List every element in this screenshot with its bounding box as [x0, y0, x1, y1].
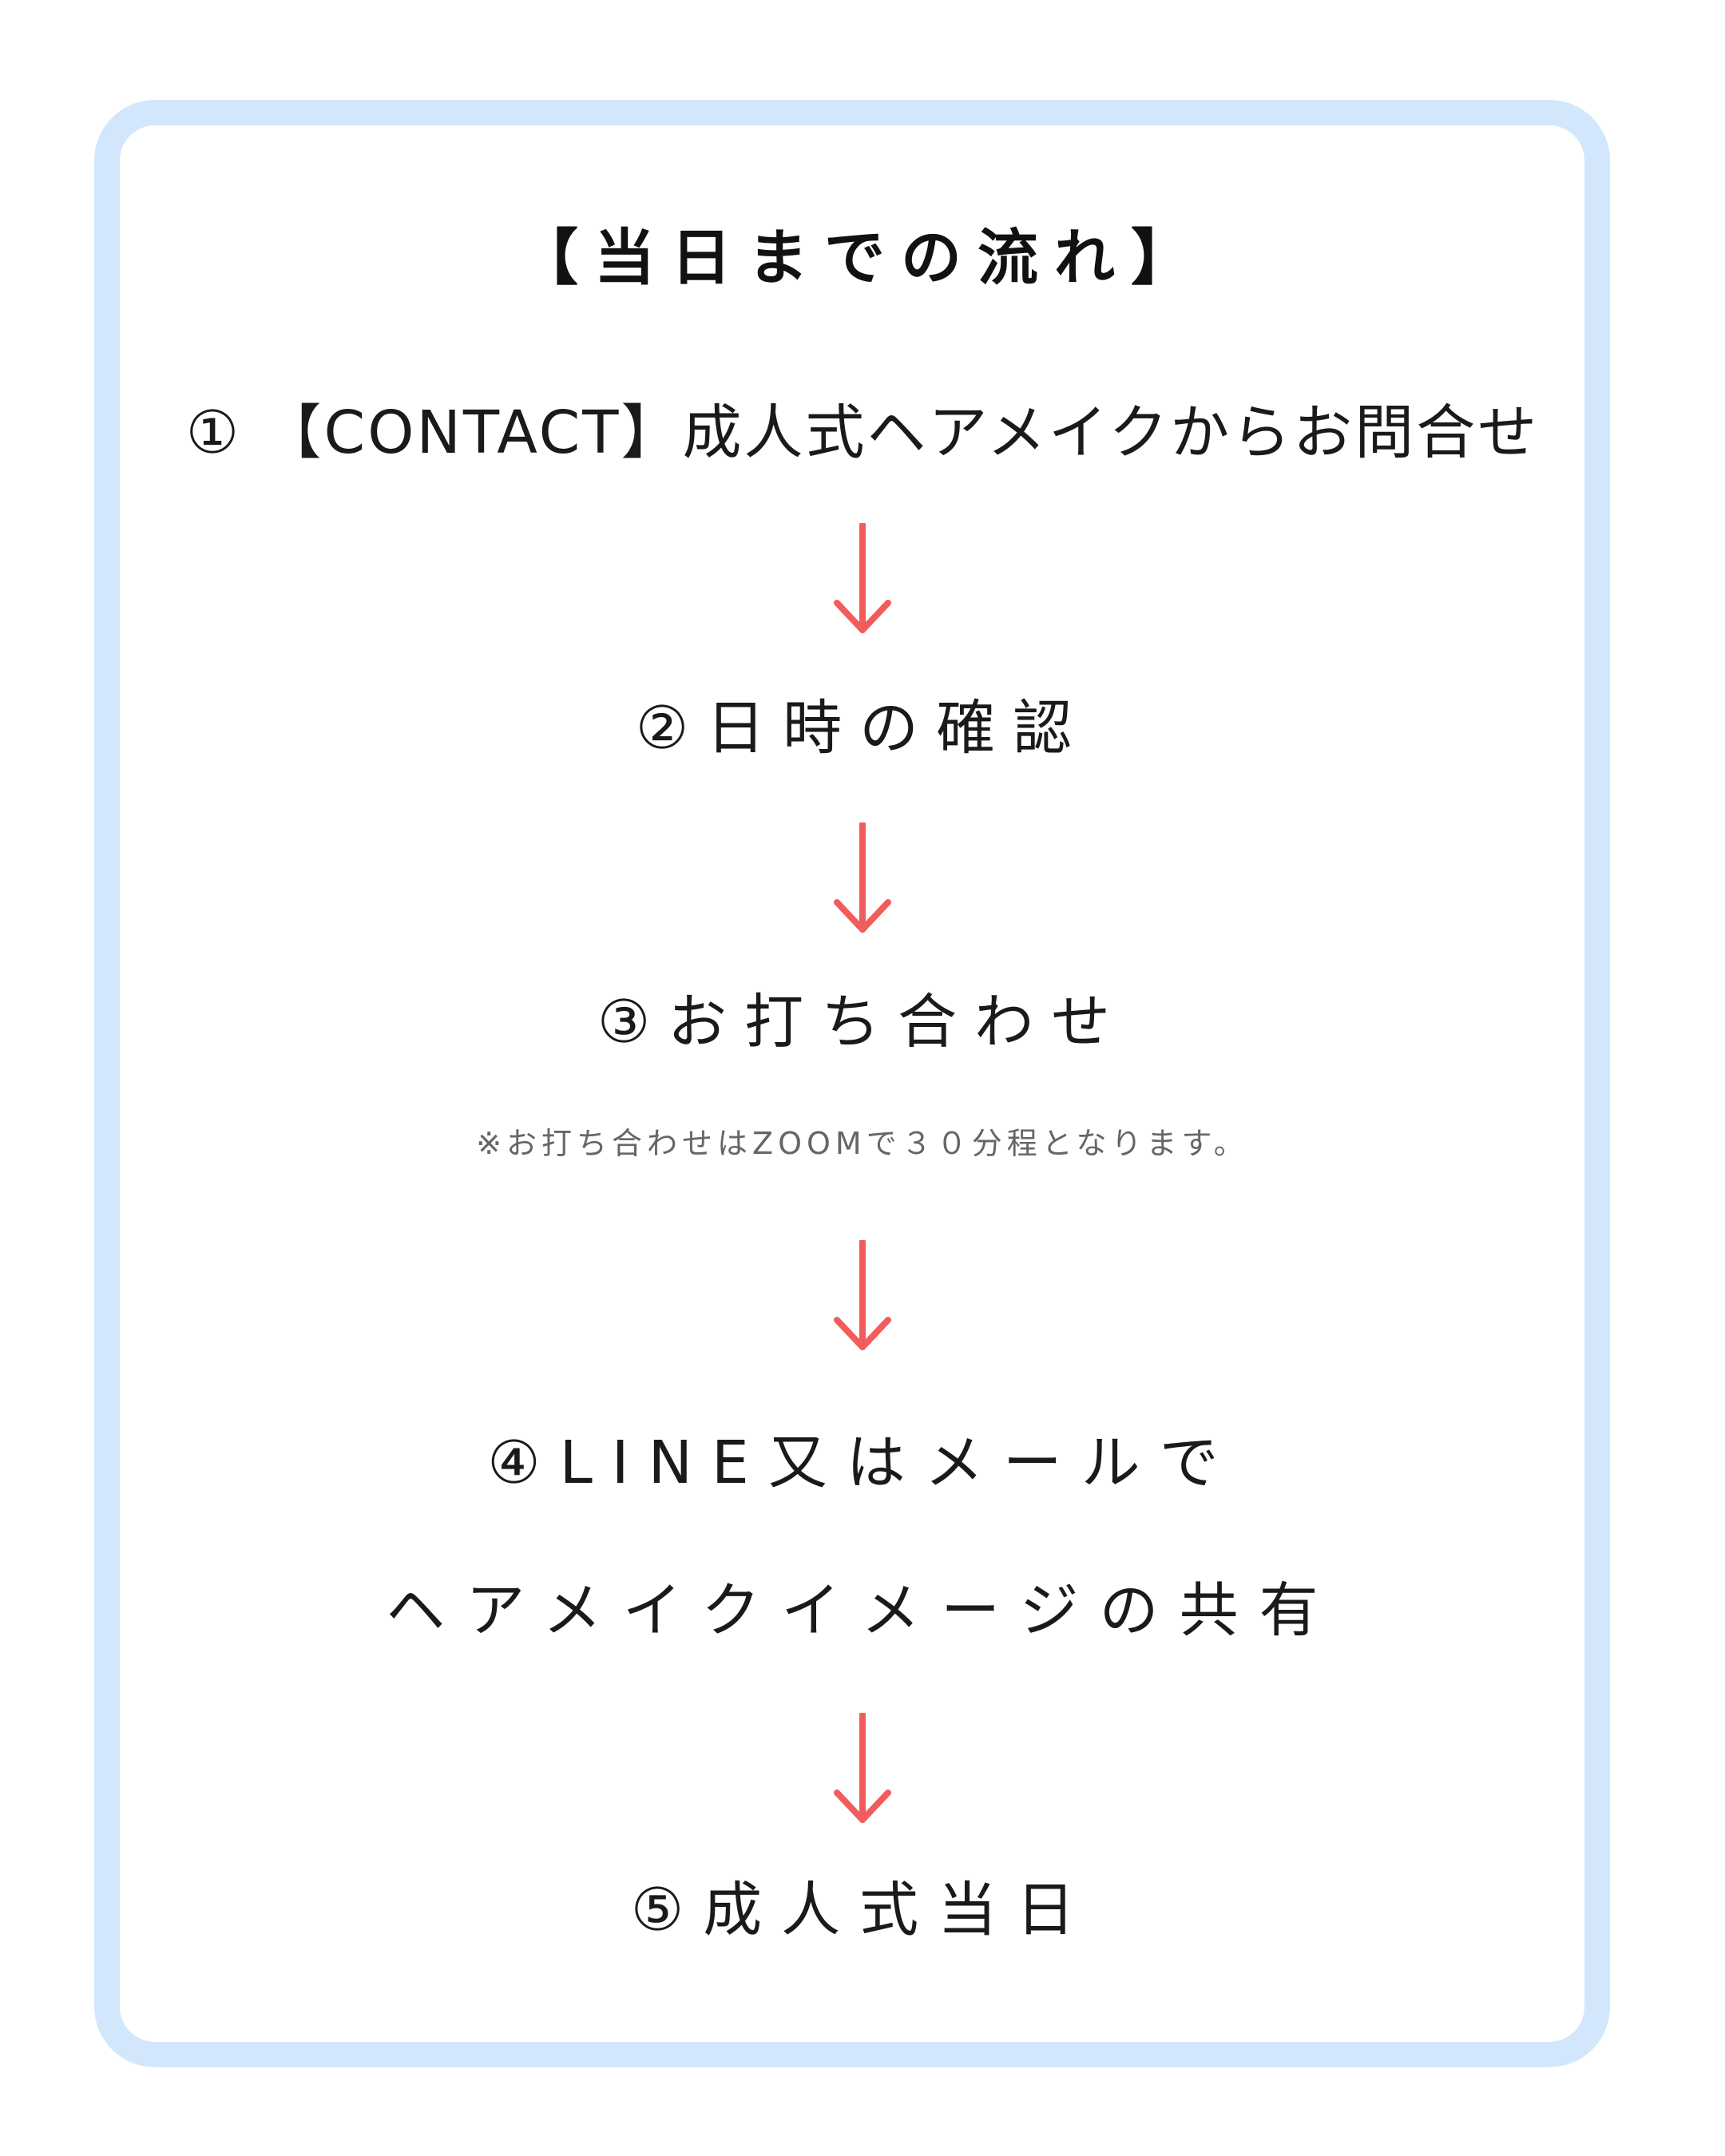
arrow-down-icon [831, 1713, 894, 1825]
step-3-note: ※お打ち合わせはZOOMで３０分程となります。 [476, 1126, 1249, 1161]
step-4-line-or-mail: ④LINE又はメールで [487, 1429, 1238, 1497]
arrow-down-icon [831, 523, 894, 635]
arrow-down-icon [831, 1240, 894, 1352]
step-1-contact: ① 【CONTACT】成人式ヘアメイクからお問合せ [185, 398, 1540, 467]
content-frame [94, 100, 1610, 2067]
step-4-image-sharing: ヘアメイクイメージの共有 [386, 1576, 1339, 1645]
step-3-meeting: ③お打ち合わせ [597, 988, 1128, 1056]
step-2-date-confirmation: ②日時の確認 [635, 694, 1090, 763]
page-title: 【当日までの流れ】 [518, 222, 1208, 293]
step-5-ceremony-day: ⑤成人式当日 [630, 1876, 1095, 1944]
arrow-down-icon [831, 822, 894, 934]
